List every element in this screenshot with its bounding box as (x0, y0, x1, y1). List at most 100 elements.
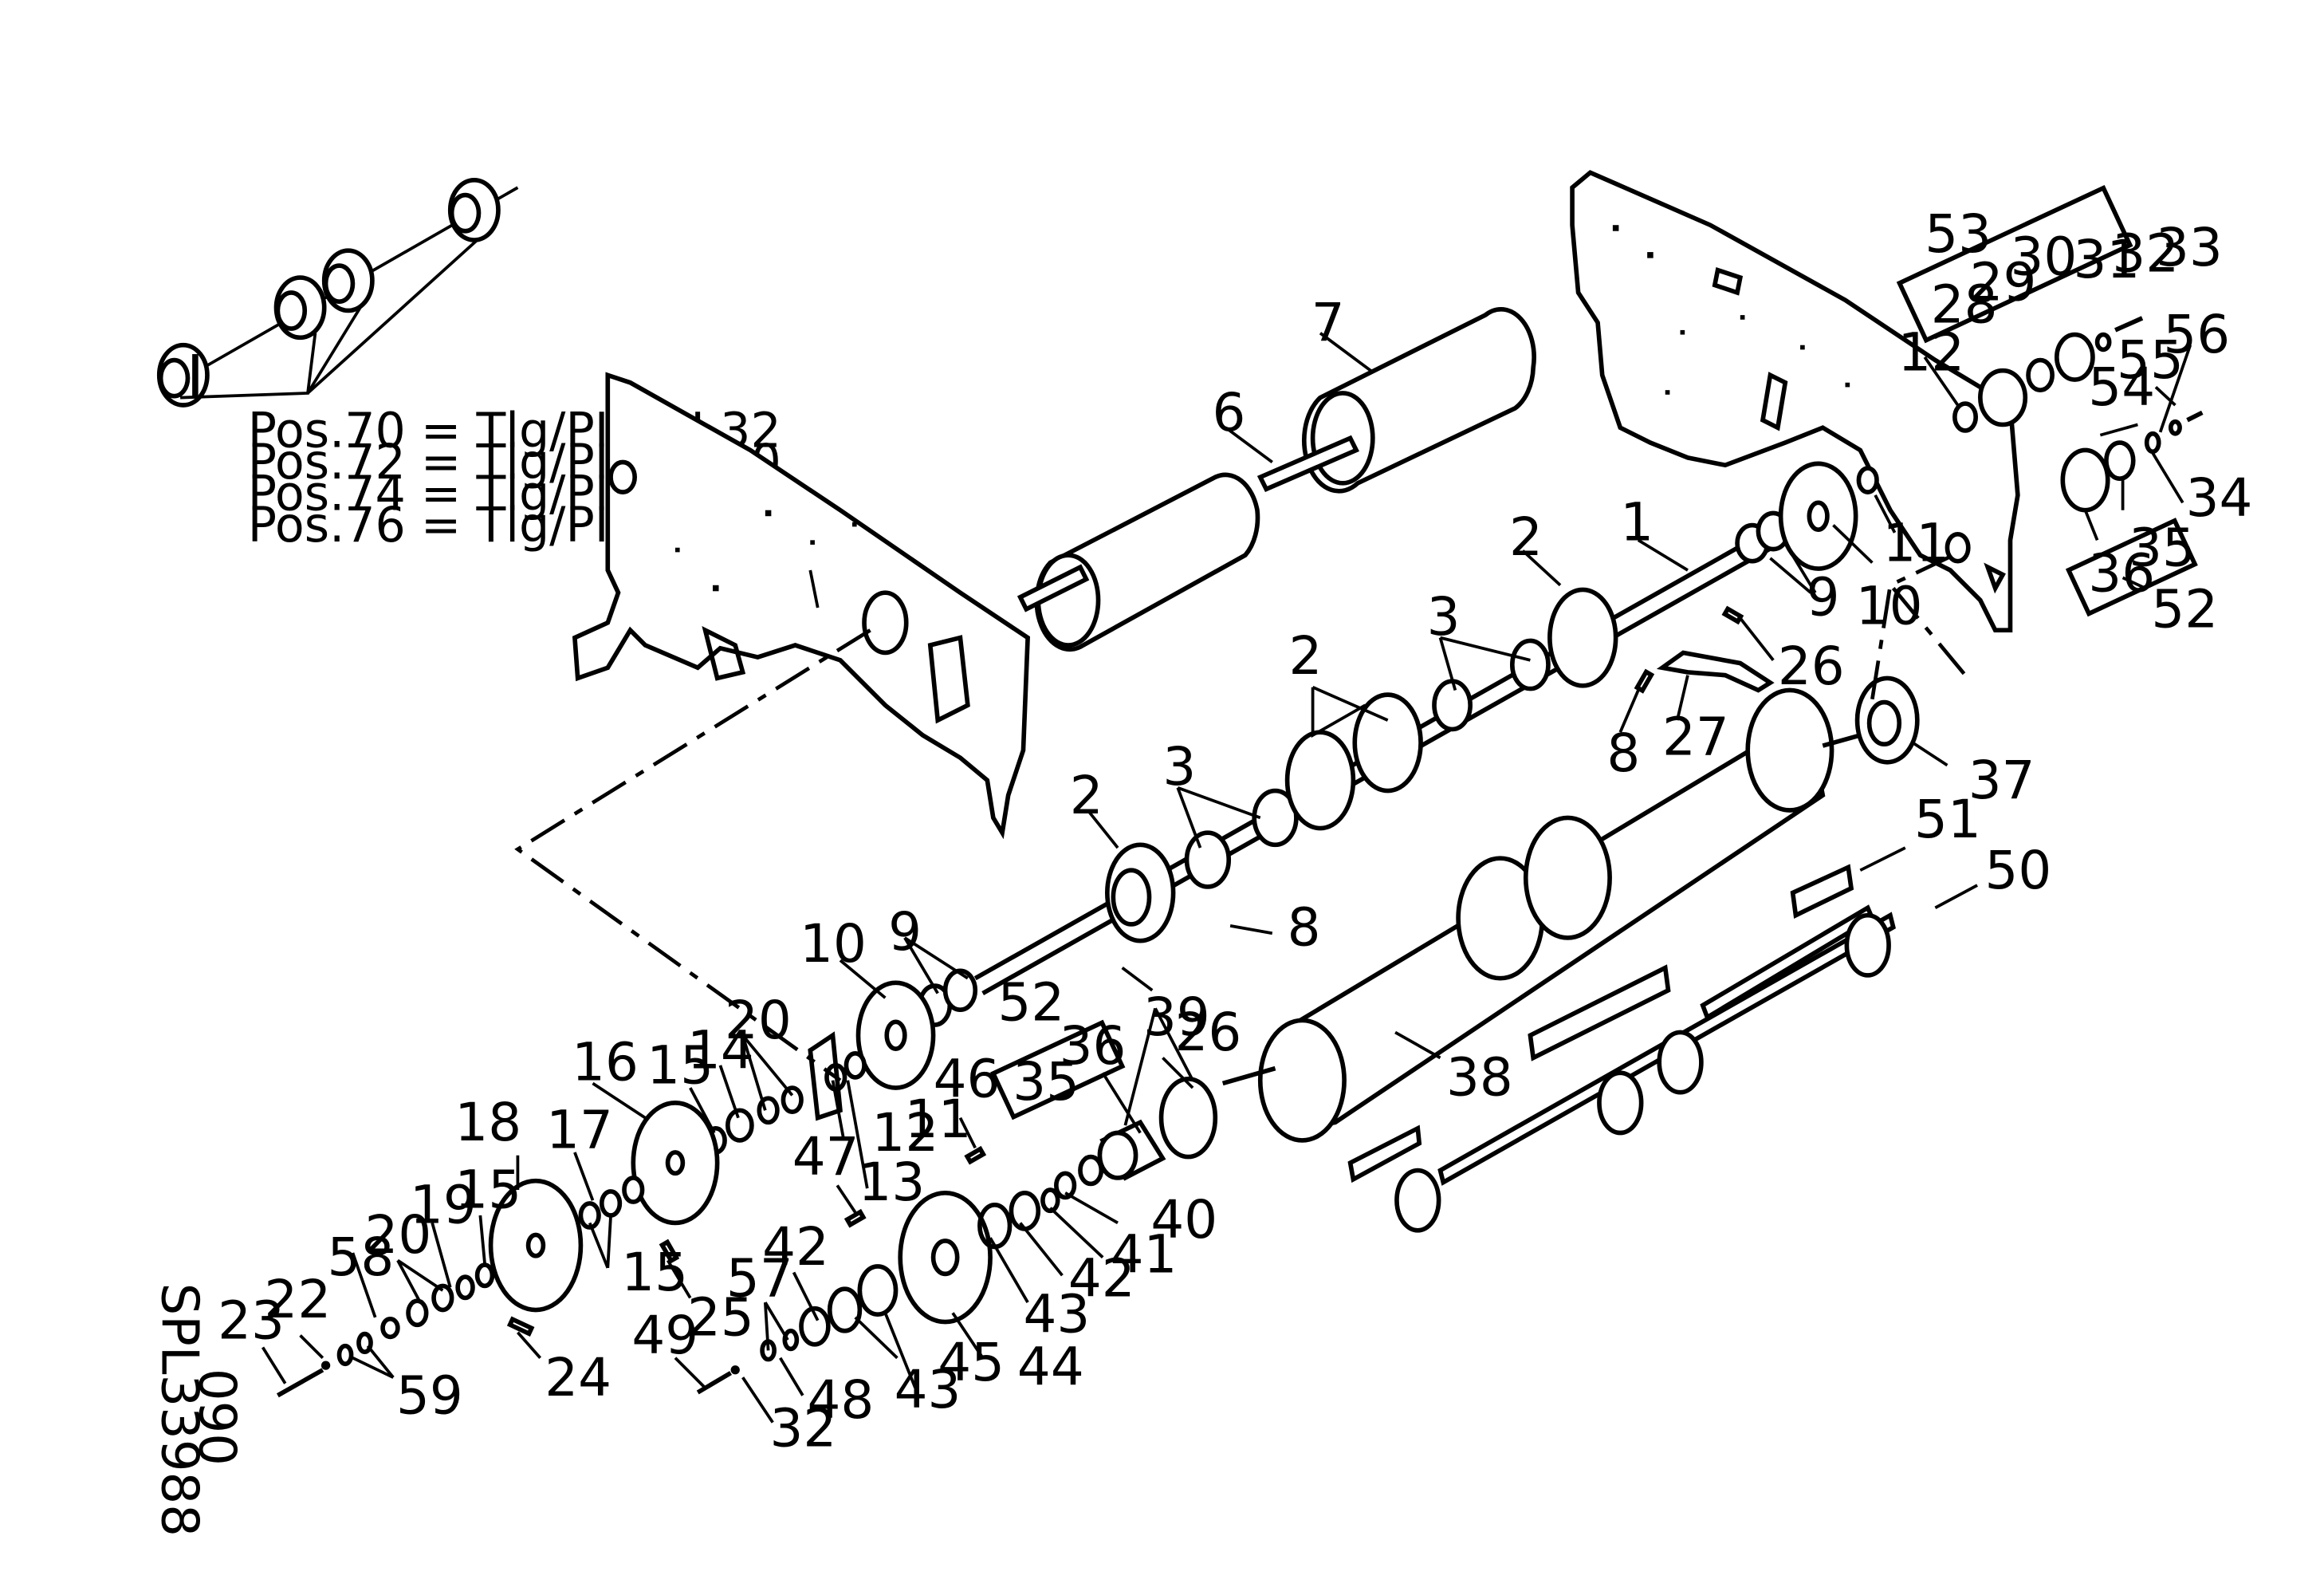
callout-49: 49 (631, 1305, 698, 1366)
coupling-3-front (1184, 788, 1299, 889)
callout-3-front: 3 (1162, 736, 1196, 798)
drawing-code: SPL33988 090 (150, 1283, 246, 1537)
callout-41: 41 (1111, 1223, 1178, 1285)
callout-13: 13 (859, 1152, 926, 1213)
callout-15-lower: 15 (621, 1242, 688, 1303)
callout-38: 38 (1446, 1046, 1513, 1108)
main-shaft-assembly (917, 510, 1791, 1027)
callout-34: 34 (2186, 467, 2253, 529)
callout-42-right: 42 (1068, 1248, 1135, 1309)
flange-bearing-front (1054, 1119, 1166, 1200)
callout-55: 55 (2117, 329, 2184, 391)
callout-39: 39 (1143, 987, 1210, 1048)
callout-7: 7 (1311, 292, 1345, 353)
right-bearing-parts (1856, 184, 2204, 617)
callout-6: 6 (1213, 382, 1246, 443)
callout-27: 27 (1662, 706, 1729, 767)
callout-52-front: 52 (997, 971, 1064, 1033)
drawing-revision: 090 (187, 1369, 246, 1466)
callout-54: 54 (2088, 356, 2155, 418)
callout-11-front: 11 (905, 1089, 972, 1150)
callout-45: 45 (938, 1332, 1005, 1393)
callout-40: 40 (1150, 1189, 1217, 1250)
bar-50 (1347, 912, 1896, 1233)
callout-11-rear: 11 (1883, 513, 1950, 574)
callout-1: 1 (1620, 491, 1654, 553)
hub-37 (1854, 675, 1920, 765)
callout-23: 23 (218, 1290, 285, 1351)
callout-50: 50 (1984, 840, 2051, 901)
callout-2-rear: 2 (1509, 506, 1543, 568)
callout-14: 14 (687, 1020, 754, 1081)
leader-lines (261, 332, 2192, 1424)
roller-70 (156, 342, 210, 408)
callout-48: 48 (808, 1369, 875, 1431)
callout-9-front: 9 (888, 901, 922, 963)
callout-30: 30 (2010, 226, 2077, 287)
front-drive-parts (276, 1031, 1060, 1398)
callout-43-left: 43 (895, 1359, 961, 1420)
callout-32-rear: 32 (2112, 223, 2179, 285)
callout-15-middle: 15 (454, 1160, 521, 1221)
callout-17: 17 (546, 1099, 613, 1160)
left-side-frame (572, 372, 1030, 840)
callout-47: 47 (792, 1126, 859, 1187)
disc-10-rear (1778, 461, 1858, 571)
roller-2-middle (1284, 692, 1423, 831)
callout-36-rear: 36 (2088, 542, 2155, 604)
callout-43-right: 43 (1023, 1284, 1090, 1345)
callout-labels: 53 28 29 30 31 32 33 12 55 56 54 34 7 6 … (218, 203, 2252, 1459)
callout-33: 33 (2156, 217, 2223, 278)
callout-35-front: 35 (1013, 1051, 1079, 1113)
callout-32-front: 32 (769, 1398, 836, 1459)
callout-24: 24 (545, 1347, 611, 1408)
callout-37: 37 (1968, 750, 2035, 811)
pin-26-rear (1721, 605, 1744, 625)
callout-31: 31 (2073, 229, 2140, 290)
pin-8-rear (1634, 668, 1655, 694)
callout-22: 22 (264, 1269, 331, 1330)
callout-12-rear: 12 (1897, 322, 1964, 384)
callout-20-upper: 20 (725, 990, 792, 1051)
callout-53: 53 (1925, 203, 1992, 265)
roller-2-rear (1547, 587, 1618, 688)
callout-3-rear: 3 (1427, 586, 1461, 648)
right-side-frame (1570, 170, 2020, 633)
box-52-front (990, 1019, 1126, 1120)
box-53 (1896, 184, 2133, 344)
roller-74 (321, 248, 375, 313)
callout-51: 51 (1914, 789, 1981, 850)
callout-15-upper: 15 (647, 1034, 714, 1096)
bracket-27 (1656, 650, 1775, 693)
callout-42-left: 42 (762, 1216, 829, 1278)
pulley-16 (631, 1101, 720, 1226)
hub-39 (1158, 1076, 1218, 1160)
callout-18: 18 (454, 1092, 521, 1153)
disc-10-front (855, 980, 936, 1090)
callout-10-front: 10 (800, 913, 867, 975)
coupling-3-middle (1432, 638, 1551, 732)
callout-28: 28 (1931, 274, 1998, 336)
gear-44 (898, 1190, 993, 1325)
roller-72 (273, 275, 327, 341)
callout-58: 58 (327, 1227, 394, 1288)
callout-16: 16 (572, 1032, 639, 1093)
roller-76 (447, 177, 501, 242)
callout-57: 57 (726, 1248, 793, 1309)
callout-59: 59 (396, 1365, 463, 1426)
callout-9-rear: 9 (1807, 566, 1840, 628)
callout-44: 44 (1017, 1337, 1084, 1398)
roller-2-front (1105, 842, 1176, 943)
drawing-number: SPL33988 (150, 1283, 209, 1537)
callout-52-rear: 52 (2151, 578, 2218, 640)
callout-25: 25 (687, 1287, 754, 1349)
callout-12-front: 12 (871, 1102, 938, 1164)
callout-46: 46 (934, 1048, 1001, 1109)
callout-56: 56 (2163, 304, 2230, 365)
alignment-line-right (1870, 553, 1954, 700)
callout-36-front: 36 (1060, 1015, 1127, 1077)
roller-38 (1221, 687, 1862, 1143)
callout-2-front: 2 (1070, 765, 1103, 826)
callout-29: 29 (1970, 251, 2037, 313)
